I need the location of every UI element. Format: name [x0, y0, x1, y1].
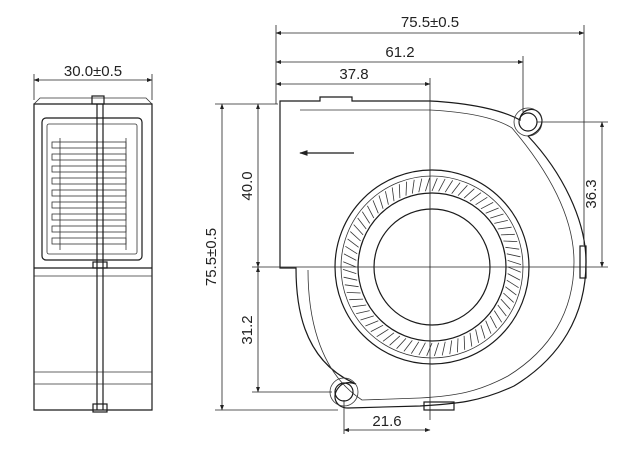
impeller-blade — [444, 180, 454, 193]
impeller-blade — [353, 224, 364, 236]
impeller-blade — [378, 195, 384, 209]
impeller-blade — [506, 279, 519, 289]
impeller-blade — [357, 217, 367, 230]
impeller-blade — [507, 266, 521, 273]
impeller-blade — [405, 181, 407, 196]
impeller-blade — [457, 338, 459, 353]
dimension-labels: 75.5±0.5 61.2 37.8 30.0±0.5 75.5±0.5 40.… — [64, 14, 600, 430]
impeller-blade — [493, 310, 503, 323]
impeller-blade — [494, 220, 508, 224]
impeller-blade — [438, 178, 446, 192]
impeller-blade — [418, 178, 423, 193]
impeller-blade — [391, 187, 395, 202]
dim-overall-height: 75.5±0.5 — [203, 228, 220, 286]
impeller-blade — [475, 329, 479, 343]
impeller-blades — [342, 177, 522, 357]
impeller-blade — [398, 184, 401, 199]
impeller-blade — [506, 253, 521, 258]
impeller-blade — [500, 233, 515, 236]
impeller-blade — [451, 182, 461, 194]
impeller-blade — [425, 177, 430, 192]
impeller-blade — [346, 292, 361, 294]
impeller-blade — [469, 192, 482, 202]
dim-overall-width: 75.5±0.5 — [401, 14, 459, 31]
impeller-blade — [344, 284, 359, 288]
impeller-blade — [480, 325, 486, 339]
impeller-blade — [352, 304, 367, 308]
impeller-blade — [485, 320, 492, 334]
dim-outlet-height: 40.0 — [239, 171, 256, 200]
side-view — [33, 95, 153, 413]
impeller-blade — [463, 188, 475, 199]
impeller-blade — [449, 340, 453, 355]
dimension-lines — [33, 25, 608, 434]
impeller-blade — [475, 196, 488, 206]
impeller-blade — [411, 179, 415, 194]
impeller-blade — [350, 231, 361, 242]
impeller-blade — [382, 332, 395, 342]
impeller-blade — [497, 226, 512, 230]
impeller-blade — [457, 185, 468, 196]
impeller-blade — [434, 342, 439, 357]
impeller-blade — [505, 286, 517, 296]
impeller-blade — [497, 304, 507, 317]
front-view — [279, 96, 587, 411]
impeller-blade — [342, 269, 357, 274]
impeller-blade — [469, 332, 473, 347]
impeller-blade — [403, 340, 413, 352]
impeller-blade — [463, 335, 466, 350]
impeller-blade — [490, 213, 504, 219]
impeller-blade — [367, 205, 375, 219]
impeller-blade — [503, 292, 514, 303]
impeller-blade — [480, 202, 494, 210]
impeller-blade — [418, 342, 426, 356]
impeller-blade — [356, 310, 370, 314]
impeller-blade — [507, 260, 522, 265]
dim-bottom-hole-to-center: 21.6 — [372, 413, 401, 430]
impeller-blade — [365, 320, 379, 327]
impeller-blade — [505, 246, 520, 250]
impeller-blade — [507, 273, 521, 281]
dim-outlet-to-center: 37.8 — [339, 66, 368, 83]
impeller-blade — [489, 315, 497, 329]
impeller-blade — [503, 240, 518, 242]
impeller-blade — [361, 211, 371, 224]
impeller-blade — [396, 338, 407, 349]
impeller-blade — [485, 207, 499, 214]
dim-outlet-to-mount-hole: 61.2 — [385, 44, 414, 61]
impeller-blade — [343, 253, 357, 261]
impeller-blade — [343, 261, 357, 268]
dim-side-thickness: 30.0±0.5 — [64, 63, 122, 80]
impeller-blade — [370, 324, 384, 332]
impeller-blade — [360, 315, 374, 321]
impeller-blade — [349, 298, 364, 301]
impeller-blade — [410, 341, 420, 354]
impeller-blade — [372, 200, 379, 214]
impeller-blade — [347, 238, 359, 248]
impeller-blade — [431, 178, 438, 192]
impeller-blade — [389, 335, 401, 346]
dim-top-hole-to-center: 36.3 — [583, 179, 600, 208]
impeller-blade — [345, 245, 358, 255]
dim-center-to-bottom-hole: 31.2 — [239, 315, 256, 344]
vent-slots — [51, 138, 127, 250]
impeller-blade — [385, 191, 389, 205]
impeller-blade — [441, 341, 446, 356]
impeller-blade — [426, 342, 433, 356]
impeller-blade — [376, 328, 389, 338]
impeller-blade — [343, 276, 358, 281]
impeller-blade — [500, 298, 511, 310]
